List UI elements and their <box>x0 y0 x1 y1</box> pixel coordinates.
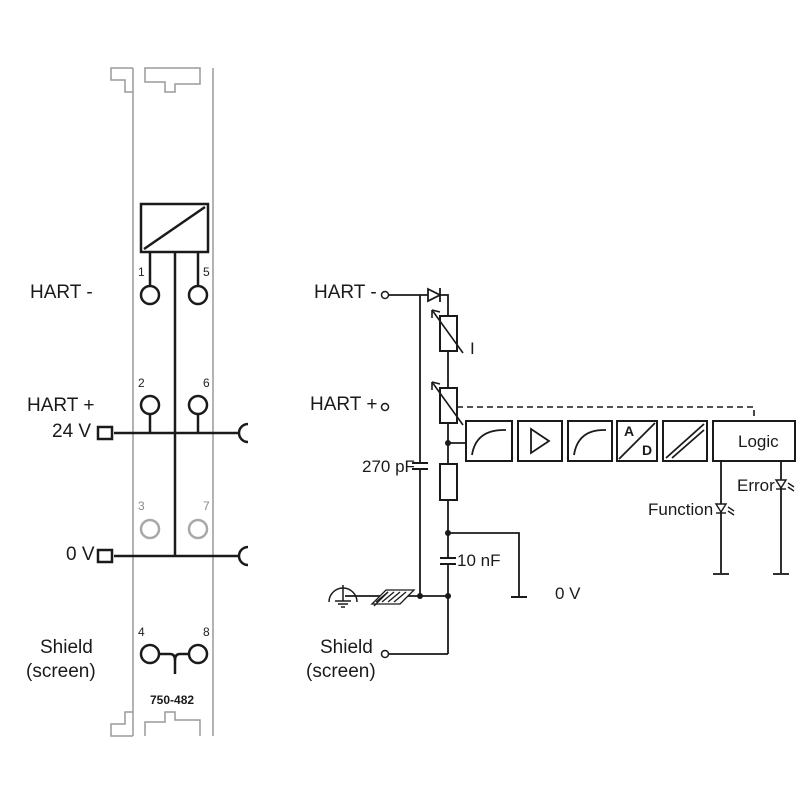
filter-block-2 <box>567 420 613 462</box>
pin-3 <box>139 518 161 540</box>
isolation-converter-box <box>139 202 210 254</box>
resistors <box>439 315 458 501</box>
label-10nf: 10 nF <box>457 551 501 570</box>
label-24v: 24 V <box>52 421 92 442</box>
power-contacts <box>96 422 249 567</box>
label-logic: Logic <box>738 432 779 451</box>
earth-ground-icon <box>328 585 358 608</box>
terminal-hart-plus <box>380 402 390 412</box>
label-hart-minus-left: HART - <box>30 282 93 303</box>
terminal-shield <box>380 649 390 659</box>
pin-number-2: 2 <box>138 376 145 390</box>
junctions <box>417 440 451 599</box>
label-0v-right: 0 V <box>555 584 581 603</box>
capacitors <box>412 462 456 565</box>
contact-0v-arc <box>237 545 249 567</box>
label-function: Function <box>648 500 714 519</box>
module-pins <box>139 284 209 665</box>
label-screen-left: (screen) <box>26 661 96 682</box>
pin-number-7: 7 <box>203 499 210 513</box>
block-symbols <box>471 422 705 460</box>
amplifier-block <box>517 420 563 462</box>
fixed-resistor <box>439 463 458 501</box>
label-hart-minus-right: HART - <box>314 282 377 303</box>
diode-symbol <box>427 287 443 303</box>
function-led-icon <box>714 503 735 516</box>
part-number: 750-482 <box>150 693 195 707</box>
module-wiring <box>114 252 240 674</box>
label-shield-right: Shield <box>320 637 373 658</box>
error-led-icon <box>774 479 795 492</box>
label-current: I <box>470 339 475 358</box>
schematic-wiring <box>345 294 520 655</box>
pin-number-6: 6 <box>203 376 210 390</box>
contact-0v-square <box>96 548 114 564</box>
label-hart-plus-left: HART + <box>27 395 95 416</box>
pin-number-4: 4 <box>138 625 145 639</box>
pin-1[interactable] <box>139 284 161 306</box>
label-270pf: 270 pF <box>362 457 415 476</box>
filter-block-1 <box>465 420 513 462</box>
label-0v-left: 0 V <box>66 544 95 565</box>
resistor-arrows <box>431 309 464 426</box>
label-shield-left: Shield <box>40 637 93 658</box>
schematic-terminals <box>380 290 390 659</box>
logic-block <box>712 420 796 462</box>
module-outline <box>110 67 214 737</box>
contact-24v-square <box>96 425 114 441</box>
pin-4[interactable] <box>139 643 161 665</box>
dashed-control-line <box>457 406 755 421</box>
pin-number-8: 8 <box>203 625 210 639</box>
label-error: Error <box>737 476 775 495</box>
label-hart-plus-right: HART + <box>310 394 378 415</box>
terminal-hart-minus <box>380 290 390 300</box>
label-ad-a: A <box>624 423 635 439</box>
contact-24v-arc <box>237 422 249 444</box>
pin-6[interactable] <box>187 394 209 416</box>
pin-8[interactable] <box>187 643 209 665</box>
label-screen-right: (screen) <box>306 661 376 682</box>
pin-number-5: 5 <box>203 265 210 279</box>
pin-7 <box>187 518 209 540</box>
pin-2[interactable] <box>139 394 161 416</box>
label-ad-d: D <box>642 442 653 458</box>
din-rail-icon <box>370 589 416 607</box>
pin-number-1: 1 <box>138 265 145 279</box>
pin-number-3: 3 <box>138 499 145 513</box>
pin-5[interactable] <box>187 284 209 306</box>
